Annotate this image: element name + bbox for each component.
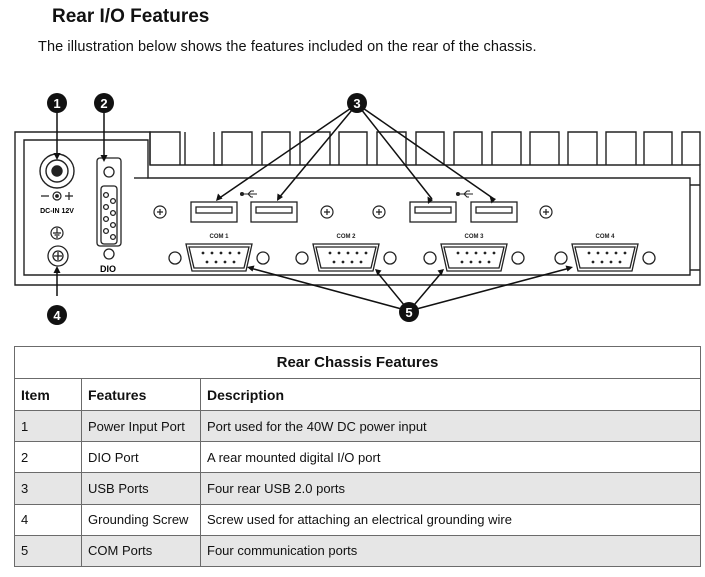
grounding-screw [47,245,69,267]
dc-polarity-icon [41,191,73,201]
svg-text:2: 2 [100,96,107,111]
panel-screws [153,205,553,219]
intro-text: The illustration below shows the feature… [38,39,537,55]
heatsink-fins [149,131,701,166]
cell-item: 3 [14,472,82,505]
callout-arrowheads [53,153,573,276]
ground-symbol-icon [50,226,64,240]
cell-description: A rear mounted digital I/O port [200,441,701,474]
callout-badge-4: 4 [47,305,67,325]
table-row: 4 Grounding Screw Screw used for attachi… [14,503,701,536]
com-label: COM 3 [464,234,484,240]
cell-item: 4 [14,503,82,536]
svg-text:1: 1 [53,96,60,111]
cell-item: 1 [14,409,82,443]
dio-label: DIO [100,264,116,274]
cell-item: 5 [14,534,82,567]
com-pins [201,251,627,264]
cell-feature: Power Input Port [81,409,201,443]
callout-leaders [56,103,571,312]
table-row: 1 Power Input Port Port used for the 40W… [14,409,701,443]
cell-description: Port used for the 40W DC power input [200,409,701,443]
table-caption: Rear Chassis Features [14,346,701,379]
cell-description: Screw used for attaching an electrical g… [200,503,701,536]
callout-badge-5: 5 [399,302,419,322]
svg-text:3: 3 [353,96,360,111]
page-title: Rear I/O Features [52,6,210,27]
cell-feature: COM Ports [81,534,201,567]
svg-text:4: 4 [53,308,61,323]
com-ports [168,243,656,272]
usb-ports [190,201,518,223]
cell-description: Four communication ports [200,534,701,567]
usb-symbol-icon [239,190,473,198]
com-label: COM 1 [209,234,229,240]
header-description: Description [200,378,701,411]
rear-chassis-diagram: DC-IN 12V DIO [14,93,701,325]
com-label: COM 2 [336,234,356,240]
table-row: 5 COM Ports Four communication ports [14,534,701,567]
cell-feature: DIO Port [81,441,201,474]
table-row: 2 DIO Port A rear mounted digital I/O po… [14,441,701,474]
callout-badge-1: 1 [47,93,67,113]
dio-port [96,157,122,260]
cell-feature: Grounding Screw [81,503,201,536]
cell-description: Four rear USB 2.0 ports [200,472,701,505]
com-label: COM 4 [595,234,615,240]
cell-item: 2 [14,441,82,474]
svg-text:5: 5 [405,305,412,320]
rear-panel [23,139,691,276]
callout-badge-2: 2 [94,93,114,113]
cell-feature: USB Ports [81,472,201,505]
header-features: Features [81,378,201,411]
callout-badge-3: 3 [347,93,367,113]
features-table: Rear Chassis Features Item Features Desc… [14,346,701,567]
header-item: Item [14,378,82,411]
power-label: DC-IN 12V [40,208,74,215]
table-row: 3 USB Ports Four rear USB 2.0 ports [14,472,701,505]
